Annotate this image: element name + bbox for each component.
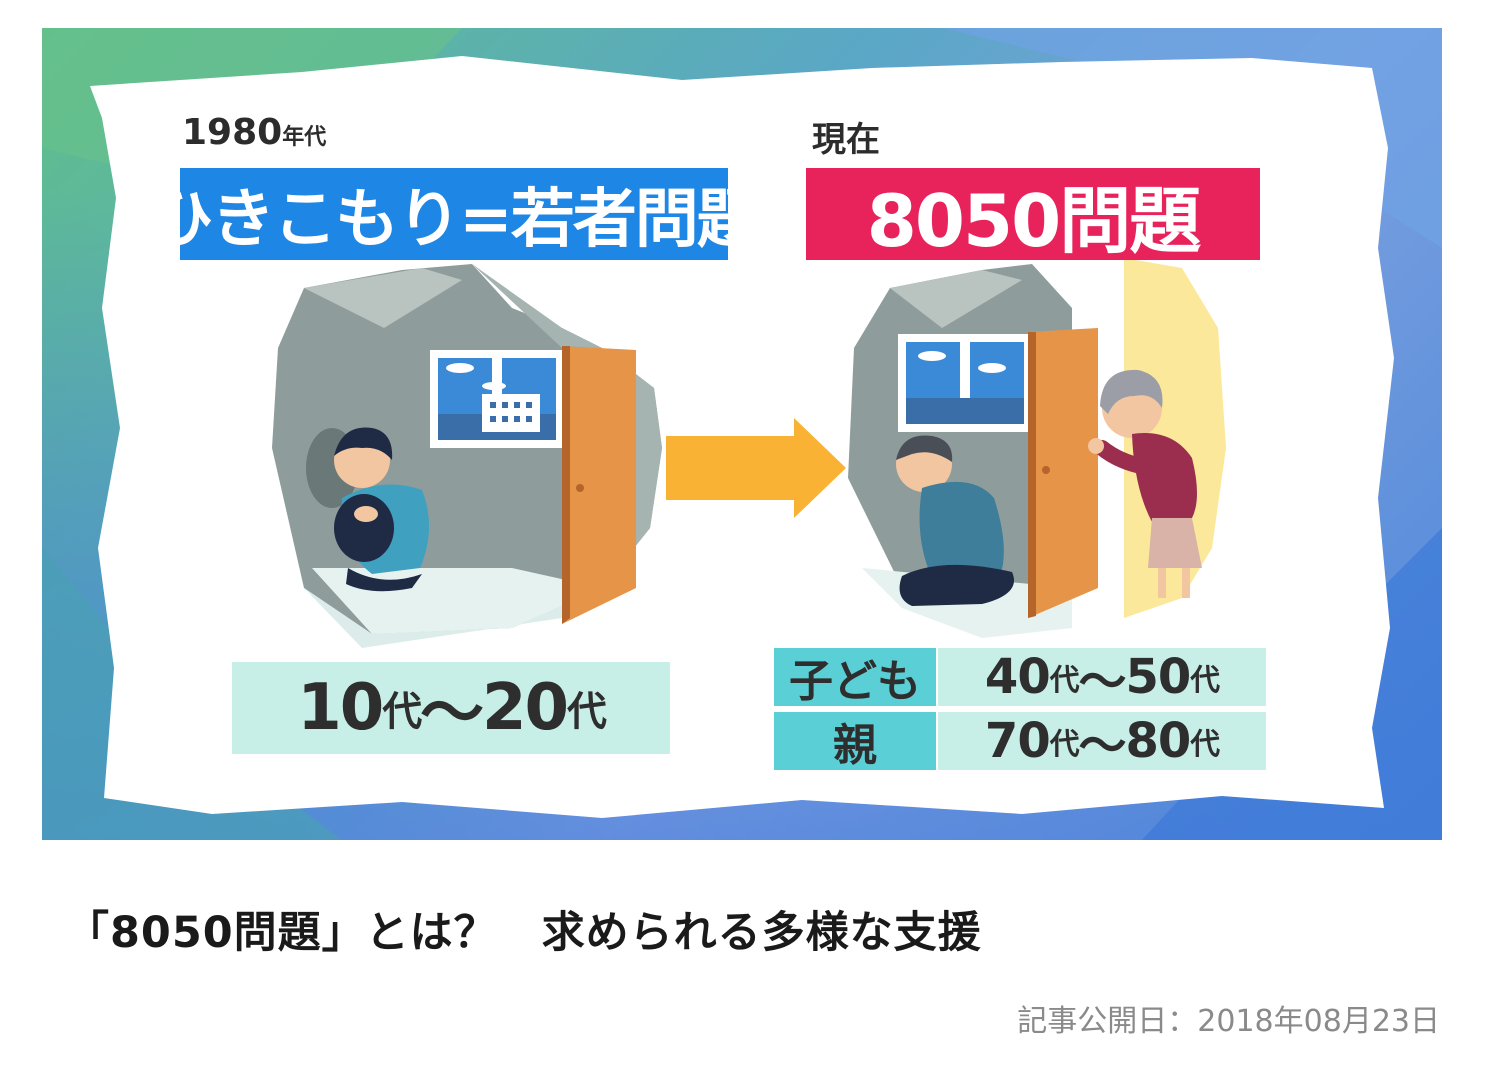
age-from: 10 <box>297 671 384 745</box>
parent-unit-to: 代 <box>1190 727 1220 762</box>
era-year: 1980 <box>182 112 283 153</box>
right-banner: 8050問題 <box>806 168 1260 263</box>
arrow-right-icon <box>666 418 846 518</box>
left-banner: ひきこもり=若者問題 <box>149 168 761 260</box>
child-age-to: 50 <box>1125 649 1192 705</box>
publish-date: 記事公開日：2018年08月23日 <box>1017 1004 1440 1039</box>
article-headline[interactable]: 「8050問題」とは？ 求められる多様な支援 <box>66 908 982 958</box>
parent-age-to: 80 <box>1125 713 1192 769</box>
era-label-current: 現在 <box>812 120 880 160</box>
child-sep: 〜 <box>1078 654 1126 710</box>
era-suffix: 年代 <box>282 125 327 150</box>
row-label-child: 子ども <box>774 648 936 707</box>
child-unit-to: 代 <box>1190 663 1220 698</box>
era-label-1980: 1980年代 <box>182 112 326 153</box>
parent-age-from: 70 <box>984 713 1051 769</box>
age-unit-from: 代 <box>382 688 422 735</box>
age-to: 20 <box>482 671 569 745</box>
parent-sep: 〜 <box>1078 718 1126 774</box>
age-sep: 〜 <box>420 677 484 751</box>
right-room-illustration <box>848 258 1226 638</box>
child-age-from: 40 <box>984 649 1051 705</box>
parent-unit-from: 代 <box>1049 727 1080 762</box>
left-room-illustration <box>272 264 662 648</box>
child-unit-from: 代 <box>1049 663 1080 698</box>
row-label-parent: 親 <box>774 712 936 771</box>
age-unit-to: 代 <box>567 688 607 735</box>
